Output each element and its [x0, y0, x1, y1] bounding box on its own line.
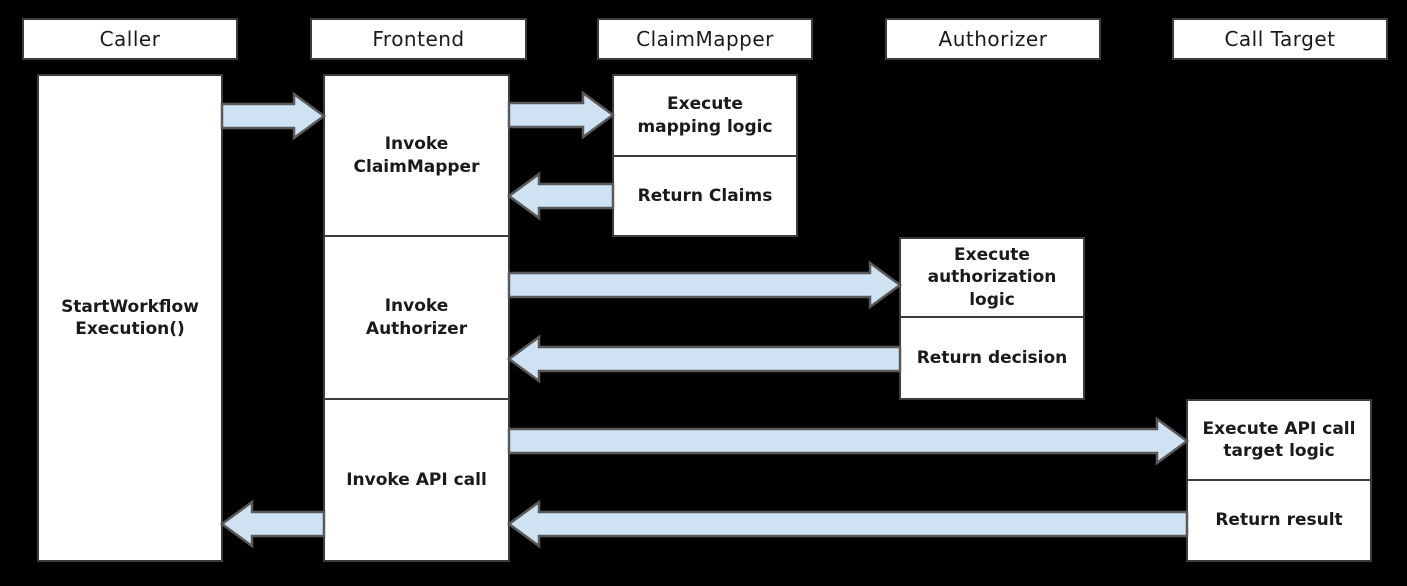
arrow-caller-to-frontend [220, 91, 327, 141]
arrow-frontend-to-caller [219, 499, 326, 549]
lane-header-claimmapper: ClaimMapper [597, 18, 813, 60]
lane-header-frontend: Frontend [310, 18, 527, 60]
box-return-decision: Return decision [899, 316, 1085, 400]
box-execute-api-call-target-logic: Execute API call target logic [1186, 399, 1372, 481]
box-start-workflow-execution: StartWorkflow Execution() [37, 74, 223, 562]
arrow-calltarget-return-result [506, 499, 1189, 549]
box-execute-mapping-logic: Execute mapping logic [612, 74, 798, 157]
arrow-claimmapper-return-claims [506, 171, 615, 221]
arrow-frontend-to-claimmapper [507, 90, 616, 140]
arrow-frontend-to-authorizer [507, 260, 903, 310]
lane-header-caller: Caller [22, 18, 238, 60]
lane-header-call-target: Call Target [1172, 18, 1388, 60]
box-invoke-authorizer: Invoke Authorizer [323, 235, 510, 400]
box-invoke-api-call: Invoke API call [323, 398, 510, 562]
box-return-result: Return result [1186, 479, 1372, 562]
box-return-claims: Return Claims [612, 155, 798, 237]
arrow-authorizer-return-decision [506, 334, 902, 384]
arrow-frontend-to-calltarget [507, 416, 1190, 466]
box-invoke-claimmapper: Invoke ClaimMapper [323, 74, 510, 237]
lane-header-authorizer: Authorizer [885, 18, 1101, 60]
box-execute-authorization-logic: Execute authorization logic [899, 237, 1085, 318]
